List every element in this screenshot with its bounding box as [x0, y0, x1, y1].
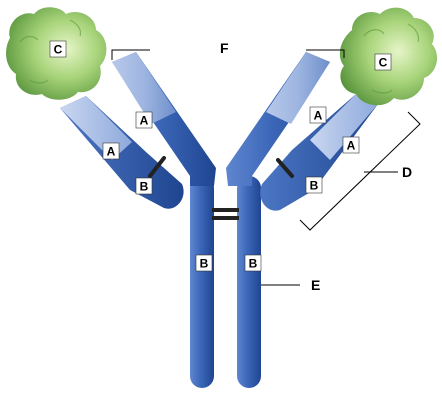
label-a-light-left: A [102, 142, 120, 160]
heavy-chain-arm-right [226, 52, 330, 186]
label-a-heavy-left: A [135, 111, 153, 129]
svg-text:A: A [314, 109, 323, 123]
light-chain-right [260, 94, 378, 211]
bracket-d [299, 111, 421, 231]
svg-text:B: B [140, 180, 149, 194]
heavy-chain-arm-left [112, 52, 216, 186]
label-d: D [402, 164, 412, 180]
label-b-stem-left: B [195, 254, 213, 272]
label-f: F [220, 40, 229, 56]
label-c-right: C [374, 53, 392, 71]
svg-text:A: A [140, 114, 149, 128]
leader-line-f [111, 49, 345, 60]
svg-text:B: B [310, 179, 319, 193]
label-b-light-left: B [135, 177, 153, 195]
hinge-disulfide-bonds [212, 208, 239, 220]
svg-text:A: A [347, 139, 356, 153]
label-c-left: C [49, 40, 67, 58]
svg-text:B: B [200, 257, 209, 271]
svg-text:C: C [54, 43, 63, 57]
svg-text:B: B [249, 257, 258, 271]
label-a-heavy-right: A [309, 106, 327, 124]
disulfide-bond-right [276, 158, 294, 178]
svg-text:C: C [379, 56, 388, 70]
svg-text:A: A [107, 145, 116, 159]
label-b-stem-right: B [244, 254, 262, 272]
label-a-light-right: A [342, 136, 360, 154]
disulfide-bond-left [148, 156, 166, 178]
label-b-light-right: B [305, 176, 323, 194]
heavy-chain-stem-left [190, 176, 214, 388]
heavy-chain-stem-right [237, 176, 261, 388]
label-e: E [311, 277, 320, 293]
